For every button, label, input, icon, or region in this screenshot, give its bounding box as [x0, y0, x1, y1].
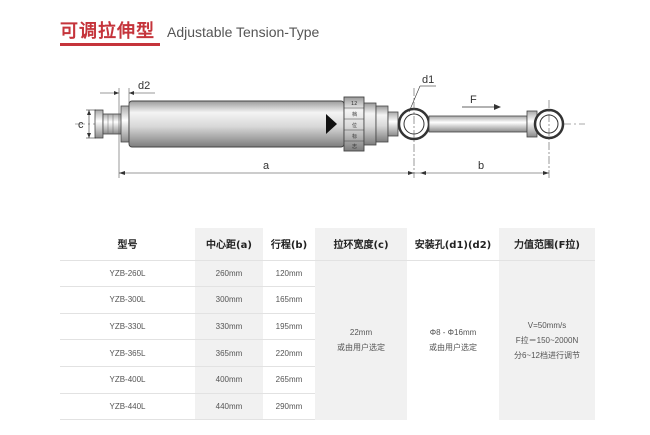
header-mount-hole: 安装孔(d1)(d2) — [407, 228, 499, 260]
header-ring-width: 拉环宽度(c) — [315, 228, 407, 260]
scale-mark: 志 — [352, 143, 357, 150]
cell-model: YZB-300L — [60, 286, 195, 314]
cell-mount-hole: Φ8 - Φ16mm 或由用户选定 — [407, 259, 499, 420]
cell-center-distance: 400mm — [195, 366, 263, 394]
table-row: YZB-365L 365mm 220mm — [60, 339, 595, 367]
cell-model: YZB-365L — [60, 339, 195, 367]
scale-mark: 标 — [352, 133, 357, 140]
dim-label-a: a — [263, 160, 270, 172]
force-steps: 分6~12档进行调节 — [513, 350, 581, 360]
table-row: YZB-440L 440mm 290mm — [60, 392, 595, 421]
scale-mark: 位 — [352, 122, 357, 129]
dim-label-b: b — [478, 160, 484, 172]
ring-width-value: 22mm — [349, 328, 373, 338]
cell-center-distance: 260mm — [195, 259, 263, 287]
table-row: YZB-300L 300mm 165mm — [60, 286, 595, 314]
force-speed: V=50mm/s — [527, 320, 567, 330]
left-fitting — [102, 113, 122, 135]
cell-model: YZB-260L — [60, 259, 195, 287]
mount-hole-value: Φ8 - Φ16mm — [429, 328, 477, 338]
ring-width-note: 或由用户选定 — [337, 343, 385, 353]
cell-stroke: 165mm — [263, 286, 315, 314]
scale-mark: 12 — [351, 101, 357, 107]
cell-model: YZB-440L — [60, 392, 195, 421]
title-chinese: 可调拉伸型 — [60, 21, 155, 42]
cell-ring-width: 22mm 或由用户选定 — [315, 259, 407, 420]
table-row: YZB-260L 260mm 120mm 22mm 或由用户选定 Φ8 - Φ1… — [60, 259, 595, 420]
table-row: YZB-330L 330mm 195mm — [60, 312, 595, 340]
mount-hole-note: 或由用户选定 — [429, 343, 477, 353]
dim-label-d1: d1 — [422, 74, 434, 86]
cell-stroke: 220mm — [263, 339, 315, 367]
cell-stroke: 265mm — [263, 366, 315, 394]
cell-center-distance: 440mm — [195, 392, 263, 421]
title-underline — [60, 43, 160, 46]
force-range-value: F拉＝150~2000N — [515, 335, 579, 345]
dim-label-c: c — [78, 119, 84, 131]
scale-mark: 档 — [352, 111, 357, 118]
arrow-marker-icon — [326, 114, 337, 134]
cylinder-body — [128, 100, 345, 148]
force-label-f: F — [470, 94, 477, 106]
cell-stroke: 120mm — [263, 259, 315, 287]
title-english: Adjustable Tension-Type — [167, 24, 320, 40]
header-stroke: 行程(b) — [263, 228, 315, 260]
cell-center-distance: 365mm — [195, 339, 263, 367]
header-model: 型号 — [60, 228, 195, 260]
header-force-range: 力值范围(F拉) — [499, 228, 595, 260]
cell-center-distance: 330mm — [195, 312, 263, 340]
spec-table: 型号 中心距(a) 行程(b) 拉环宽度(c) 安装孔(d1)(d2) 力值范围… — [60, 228, 595, 421]
cell-center-distance: 300mm — [195, 286, 263, 314]
table-header-row: 型号 中心距(a) 行程(b) 拉环宽度(c) 安装孔(d1)(d2) 力值范围… — [60, 228, 595, 260]
cell-stroke: 290mm — [263, 392, 315, 421]
cell-model: YZB-330L — [60, 312, 195, 340]
left-fork — [94, 109, 104, 139]
gas-spring-diagram: 12 档 位 标 志 d2 c d1 F a b — [75, 74, 585, 178]
piston-rod — [428, 115, 528, 133]
table-row: YZB-400L 400mm 265mm — [60, 366, 595, 394]
dim-label-d2: d2 — [138, 80, 150, 92]
force-arrow-icon — [494, 104, 501, 110]
cell-model: YZB-400L — [60, 366, 195, 394]
cell-stroke: 195mm — [263, 312, 315, 340]
cell-force-range: V=50mm/s F拉＝150~2000N 分6~12档进行调节 — [499, 259, 595, 420]
header-center-distance: 中心距(a) — [195, 228, 263, 260]
